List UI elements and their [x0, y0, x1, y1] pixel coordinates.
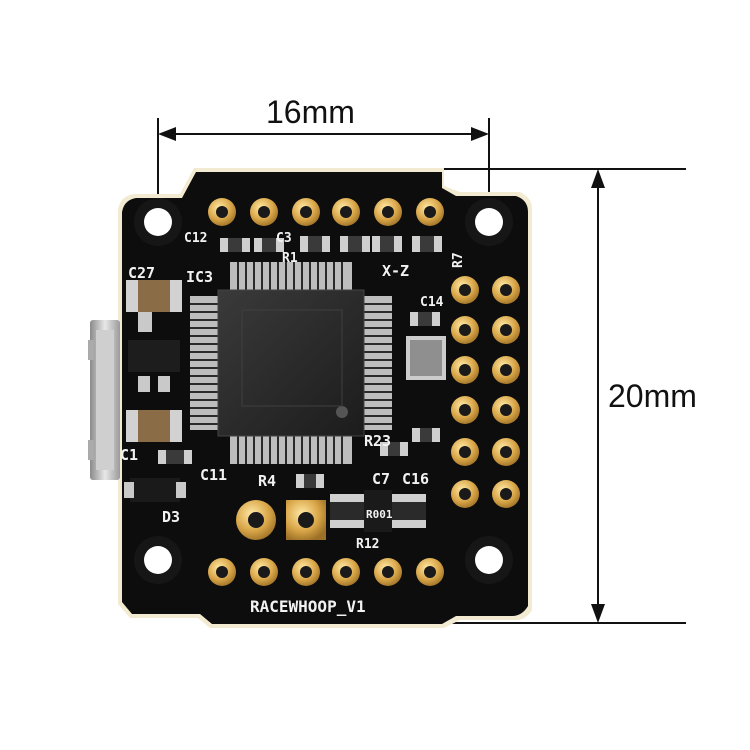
label-c3: C3: [276, 231, 292, 246]
dimension-lines: [157, 118, 686, 624]
label-r4: R4: [258, 472, 276, 490]
left-components: [124, 280, 192, 502]
mounting-holes: [134, 198, 513, 584]
label-c7: C7: [372, 470, 390, 488]
label-r23: R23: [364, 432, 391, 450]
label-c16: C16: [402, 470, 429, 488]
label-ic3: IC3: [186, 268, 213, 286]
right-components: [220, 236, 446, 532]
height-dimension-label: 20mm: [608, 378, 697, 414]
label-c27: C27: [128, 264, 155, 282]
silkscreen-labels: C12 C3 R1 R7 IC3 C27 C14 R23 C1 C11 R4 C…: [120, 231, 466, 616]
bottom-solder-pads: [208, 558, 444, 586]
label-r1: R1: [282, 251, 298, 266]
label-c12: C12: [184, 231, 207, 246]
label-xz: X-Z: [382, 262, 409, 280]
board-name: RACEWHOOP_V1: [250, 597, 366, 616]
label-r7: R7: [451, 252, 466, 268]
label-r12: R12: [356, 537, 379, 552]
label-c1: C1: [120, 446, 138, 464]
label-c14: C14: [420, 295, 444, 310]
power-pads: [236, 500, 326, 540]
label-r001: R001: [366, 508, 393, 521]
mcu-chip: [190, 262, 392, 464]
label-c11: C11: [200, 466, 227, 484]
width-dimension-label: 16mm: [266, 94, 355, 130]
usb-connector: [88, 320, 120, 480]
top-solder-pads: [208, 198, 444, 226]
right-solder-pads: [451, 276, 520, 508]
label-d3: D3: [162, 508, 180, 526]
